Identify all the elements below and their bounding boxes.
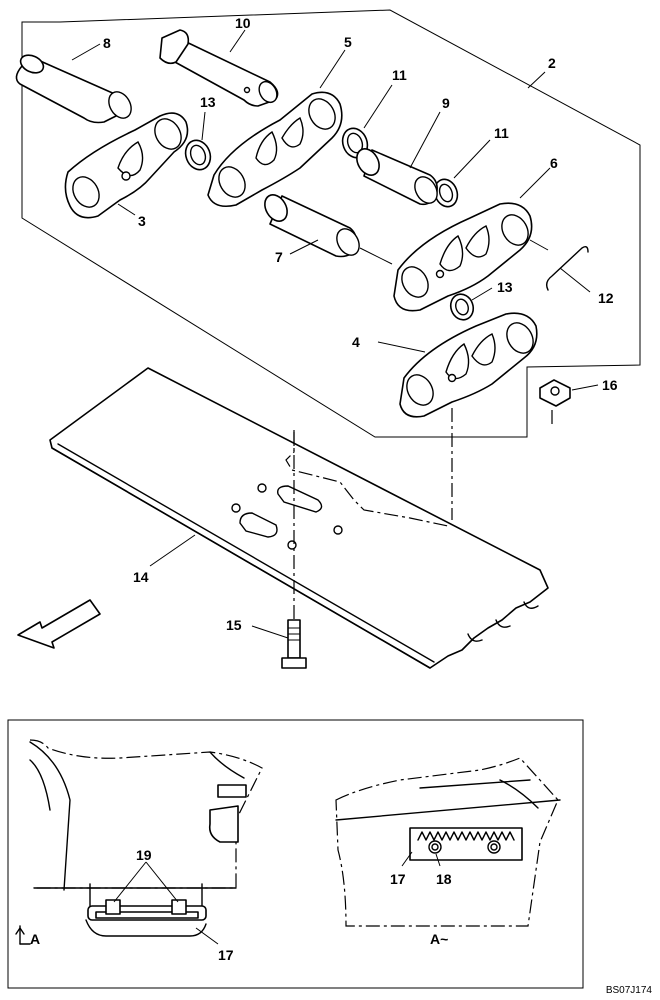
leader-14 — [149, 534, 196, 567]
leader-8 — [71, 43, 101, 61]
view-marker-left — [15, 925, 31, 945]
view-label-right: A~ — [430, 931, 448, 947]
callout-12: 12 — [598, 290, 614, 306]
detail-view-right — [335, 757, 561, 927]
leader-4 — [377, 341, 426, 353]
callout-8: 8 — [103, 35, 111, 51]
document-code: BS07J174 — [605, 985, 652, 996]
leader-11a — [363, 84, 393, 129]
part-4-link — [399, 312, 538, 418]
callout-15: 15 — [226, 617, 242, 633]
part-3-link — [64, 112, 189, 219]
part-7-bushing — [264, 194, 360, 258]
leader-13a — [201, 111, 206, 141]
assembly-2-outline — [21, 9, 641, 438]
callout-11-lower: 11 — [494, 125, 509, 141]
leader-10 — [229, 29, 246, 53]
leader-6 — [519, 167, 551, 199]
part-8-bushing — [15, 54, 132, 124]
callout-18: 18 — [436, 871, 452, 887]
leader-19b — [145, 861, 179, 903]
callout-16: 16 — [602, 377, 618, 393]
callout-10: 10 — [235, 15, 251, 31]
axis-line-6 — [529, 239, 549, 251]
callout-11-upper: 11 — [392, 67, 407, 83]
leader-11b — [453, 139, 491, 179]
detail-view-left — [29, 739, 263, 937]
shoe-cutout-outline — [285, 432, 449, 527]
callout-5: 5 — [344, 34, 352, 50]
detail-view-frame — [7, 719, 584, 989]
callout-13-lower: 13 — [497, 279, 513, 295]
callout-13-upper: 13 — [200, 94, 216, 110]
callout-19: 19 — [136, 847, 152, 863]
leader-13b — [471, 287, 493, 301]
part-5-link — [207, 91, 343, 208]
axis-line-7 — [359, 247, 393, 265]
part-14-shoe — [49, 367, 549, 669]
callout-7: 7 — [275, 249, 283, 265]
part-12-clip — [545, 245, 589, 291]
callout-17-left: 17 — [218, 947, 234, 963]
callout-14: 14 — [133, 569, 149, 585]
leader-19a — [113, 861, 147, 903]
leader-15 — [251, 625, 289, 639]
callout-9: 9 — [442, 95, 450, 111]
view-label-left: A — [30, 931, 40, 947]
part-13-seal-top — [184, 139, 212, 171]
callout-2: 2 — [548, 55, 556, 71]
leader-18 — [435, 853, 441, 867]
part-13-seal-bottom — [449, 293, 475, 321]
part-6-link — [393, 202, 533, 312]
callout-6: 6 — [550, 155, 558, 171]
leader-12 — [559, 267, 591, 293]
part-16-nut — [539, 379, 571, 407]
part-15-bolt — [281, 619, 307, 669]
callout-3: 3 — [138, 213, 146, 229]
part-10-pin — [159, 29, 279, 107]
forward-direction-arrow — [17, 599, 101, 649]
part-11-seal-b — [433, 178, 459, 208]
leader-16 — [571, 384, 599, 391]
leader-7 — [289, 239, 319, 255]
leader-3 — [117, 203, 136, 216]
leader-5 — [319, 49, 346, 89]
leader-9 — [409, 111, 441, 169]
leader-17b — [401, 851, 413, 867]
callout-4: 4 — [352, 334, 360, 350]
callout-17-right: 17 — [390, 871, 406, 887]
part-9-bushing — [356, 148, 438, 206]
leader-17a — [195, 927, 219, 945]
leader-2 — [527, 71, 546, 89]
